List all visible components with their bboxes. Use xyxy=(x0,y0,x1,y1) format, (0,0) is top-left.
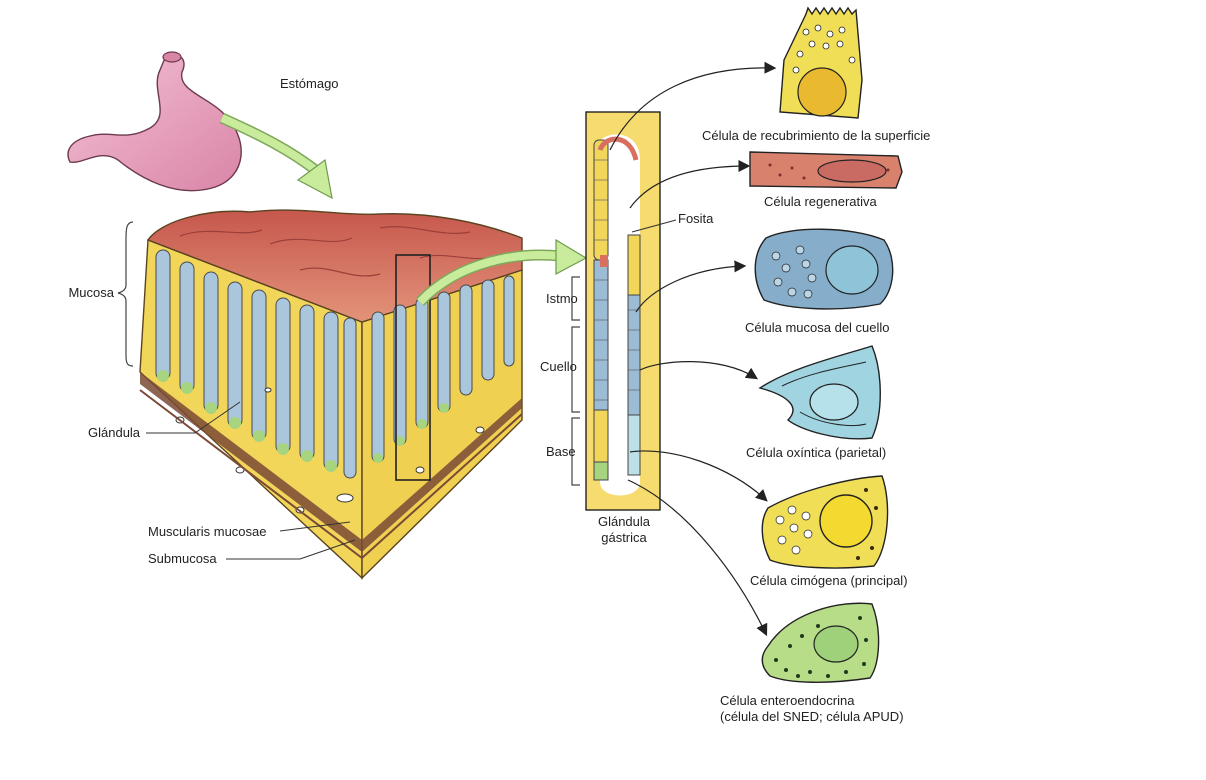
right-face-glands xyxy=(371,275,515,463)
connective-tissue-dots xyxy=(175,387,485,514)
surface-lining-cell-label: Célula de recubrimiento de la superficie xyxy=(702,128,931,143)
parietal-cell-label: Célula oxíntica (parietal) xyxy=(746,445,887,460)
chief-cell-label: Célula cimógena (principal) xyxy=(750,573,908,588)
gland-region-brackets xyxy=(571,276,580,486)
isthmus-label: Istmo xyxy=(546,291,578,306)
gland-label: Glándula xyxy=(88,425,141,440)
zoom-arrow-gland xyxy=(416,238,588,306)
mucosa-label: Mucosa xyxy=(68,285,114,300)
gastric-gland-detail xyxy=(585,111,661,511)
fosita-label: Fosita xyxy=(678,211,714,226)
gastric-gland-label-line1: Glándula xyxy=(597,514,651,529)
selected-gland-box xyxy=(395,254,431,481)
gastric-gland-label-line2: gástrica xyxy=(601,530,647,545)
parietal-cell-illustration xyxy=(758,345,881,440)
muscularis-mucosae-label: Muscularis mucosae xyxy=(148,524,267,539)
gastric-gland-label: Glándula gástrica xyxy=(584,514,664,546)
mucous-neck-cell-label: Célula mucosa del cuello xyxy=(745,320,890,335)
regenerative-cell-illustration xyxy=(749,151,903,189)
enteroendocrine-cell-illustration xyxy=(761,602,880,683)
stomach-label: Estómago xyxy=(280,76,339,91)
regenerative-cell-label: Célula regenerativa xyxy=(764,194,877,209)
neck-label: Cuello xyxy=(540,359,577,374)
left-leader-lines xyxy=(146,401,356,560)
left-face-glands xyxy=(155,249,357,479)
submucosa-label: Submucosa xyxy=(148,551,217,566)
enteroendocrine-cell-label: Célula enteroendocrina (célula del SNED;… xyxy=(720,693,904,725)
base-label: Base xyxy=(546,444,576,459)
mucous-neck-cell-illustration xyxy=(754,228,894,310)
cell-pointer-arrows xyxy=(609,61,777,637)
enteroendocrine-cell-label-line2: (célula del SNED; célula APUD) xyxy=(720,709,904,724)
stomach-illustration xyxy=(67,51,242,192)
enteroendocrine-cell-label-line1: Célula enteroendocrina xyxy=(720,693,855,708)
fosita-leader xyxy=(631,219,677,233)
chief-cell-illustration xyxy=(761,475,889,569)
zoom-arrow-stomach xyxy=(219,112,333,200)
surface-lining-cell-illustration xyxy=(779,6,863,119)
mucosa-bracket xyxy=(117,221,134,367)
